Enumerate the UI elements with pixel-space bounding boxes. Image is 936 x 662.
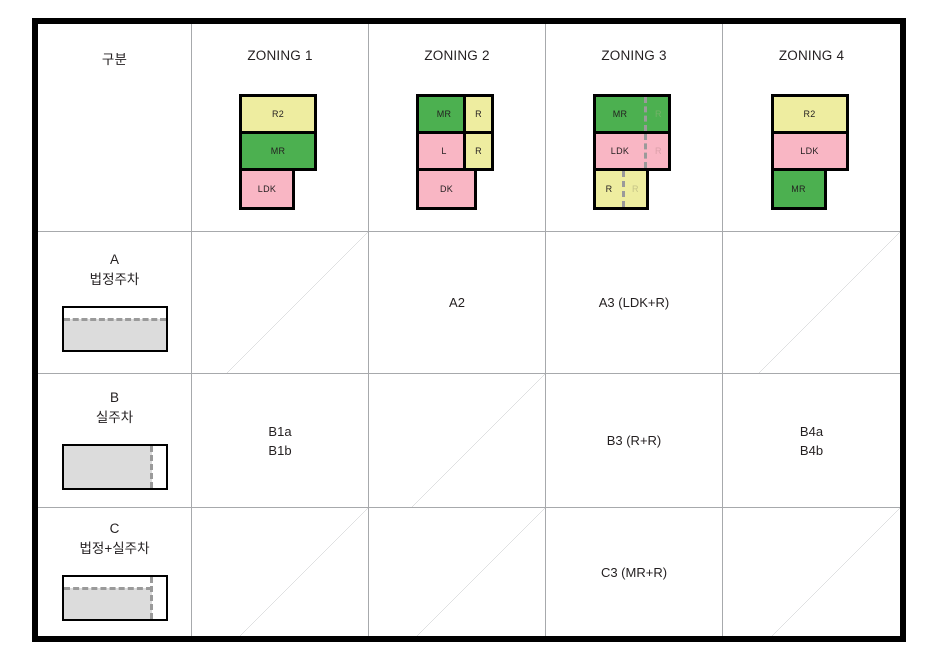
zone-block-label: LDK [610, 146, 630, 156]
zone-divider-dashed [644, 97, 647, 131]
row-label-a: A 법정주차 [38, 232, 192, 374]
zone-block-ldk: LDK [239, 168, 295, 210]
zoning-comparison-table: 구분 ZONING 1 R2 MR LDK ZONING 2 MR [38, 24, 900, 636]
row-label-b: B 실주차 [38, 374, 192, 508]
cell-b-zoning-3[interactable]: B3 (R+R) [546, 374, 723, 508]
cell-a-zoning-3[interactable]: A3 (LDK+R) [546, 232, 723, 374]
header-zoning-4-label: ZONING 4 [778, 48, 845, 63]
zoning-1-diagram: R2 MR LDK [225, 94, 335, 216]
cell-a-zoning-4[interactable] [723, 232, 900, 374]
zone-divider-dashed [622, 171, 625, 207]
diagonal-strike-icon [369, 508, 545, 636]
zone-subblock-label: R [475, 109, 482, 119]
row-name-a: 법정주차 [89, 271, 140, 287]
cell-a-zoning-1[interactable] [192, 232, 369, 374]
zone-block-ldk: LDK [770, 131, 849, 171]
parking-dashed-vertical [149, 577, 153, 619]
cell-value: B3 (R+R) [606, 433, 662, 448]
zone-block-label: MR [612, 109, 628, 119]
zoning-4-diagram: R2 LDK MR [757, 94, 867, 216]
zone-ghost-label: R [655, 109, 662, 119]
zone-ghost-label: R [632, 184, 639, 194]
cell-c-zoning-2[interactable] [369, 508, 546, 636]
zone-ghost-label: R [655, 146, 662, 156]
cell-b-zoning-1[interactable]: B1a B1b [192, 374, 369, 508]
header-zoning-1-label: ZONING 1 [247, 48, 313, 63]
zone-block-mr: MR [770, 168, 827, 210]
cell-value: A2 [449, 295, 465, 310]
diagonal-strike-icon [192, 232, 368, 374]
zone-block-label: R2 [803, 109, 816, 119]
zoning-3-diagram: MR R LDK R R R [579, 94, 689, 216]
row-name-b: 실주차 [95, 409, 134, 425]
cell-b-zoning-4[interactable]: B4a B4b [723, 374, 900, 508]
zone-subblock-r: R [463, 94, 494, 134]
parking-key-glyph-c [61, 575, 168, 621]
header-category-label: 구분 [101, 52, 128, 67]
parking-fill [63, 588, 152, 619]
zone-block-label: R2 [271, 109, 285, 119]
zone-block-label: L [441, 146, 447, 156]
cell-value: C3 (MR+R) [600, 564, 668, 580]
zoning-2-diagram: MR R L R DK [402, 94, 512, 216]
cell-value: B4a B4b [799, 423, 824, 458]
header-zoning-1-cell: ZONING 1 R2 MR LDK [192, 24, 369, 232]
parking-dashed-horizontal [63, 587, 152, 590]
parking-fill [63, 445, 152, 488]
diagonal-strike-icon [723, 232, 900, 374]
zone-block-l: L R [416, 131, 494, 171]
zone-block-label: R [605, 184, 613, 194]
cell-value: A3 (LDK+R) [598, 295, 670, 310]
zone-block-r2: R2 [770, 94, 849, 134]
cell-a-zoning-2[interactable]: A2 [369, 232, 546, 374]
header-zoning-2-cell: ZONING 2 MR R L R DK [369, 24, 546, 232]
zone-block-r2: R2 [239, 94, 317, 134]
zone-block-label: LDK [257, 184, 277, 194]
zone-divider-dashed [644, 134, 647, 168]
table-frame: 구분 ZONING 1 R2 MR LDK ZONING 2 MR [32, 18, 906, 642]
row-code-a: A [109, 251, 119, 267]
zone-block-label: MR [270, 146, 286, 156]
zone-block-mr: MR [239, 131, 317, 171]
parking-dashed-horizontal [63, 317, 166, 321]
zone-block-mr: MR R [416, 94, 494, 134]
zone-block-label: MR [791, 184, 806, 194]
zone-block-label: LDK [800, 146, 819, 156]
header-zoning-3-label: ZONING 3 [601, 48, 667, 63]
cell-c-zoning-4[interactable] [723, 508, 900, 636]
header-zoning-2-label: ZONING 2 [424, 48, 490, 63]
cell-c-zoning-3[interactable]: C3 (MR+R) [546, 508, 723, 636]
header-zoning-4-cell: ZONING 4 R2 LDK MR [723, 24, 900, 232]
row-code-c: C [109, 521, 120, 536]
zone-block-ldk: LDK R [593, 131, 671, 171]
cell-b-zoning-2[interactable] [369, 374, 546, 508]
diagonal-strike-icon [369, 374, 545, 508]
zone-subblock-label: R [475, 146, 482, 156]
row-name-c: 법정+실주차 [79, 541, 150, 556]
zone-block-label: MR [436, 109, 452, 119]
parking-key-glyph-b [61, 443, 168, 490]
cell-c-zoning-1[interactable] [192, 508, 369, 636]
header-category-cell: 구분 [38, 24, 192, 232]
zone-subblock-r: R [463, 131, 494, 171]
row-label-c: C 법정+실주차 [38, 508, 192, 636]
zone-block-label: DK [439, 184, 454, 194]
zone-block-mr: MR R [593, 94, 671, 134]
diagonal-strike-icon [192, 508, 368, 636]
cell-value: B1a B1b [268, 423, 292, 458]
diagonal-strike-icon [723, 508, 900, 636]
parking-key-glyph-a [61, 305, 168, 352]
zone-block-dk: DK [416, 168, 477, 210]
header-zoning-3-cell: ZONING 3 MR R LDK R R R [546, 24, 723, 232]
parking-dashed-vertical [149, 445, 153, 488]
zone-block-r: R R [593, 168, 649, 210]
row-code-b: B [109, 389, 119, 405]
parking-fill [63, 318, 166, 350]
